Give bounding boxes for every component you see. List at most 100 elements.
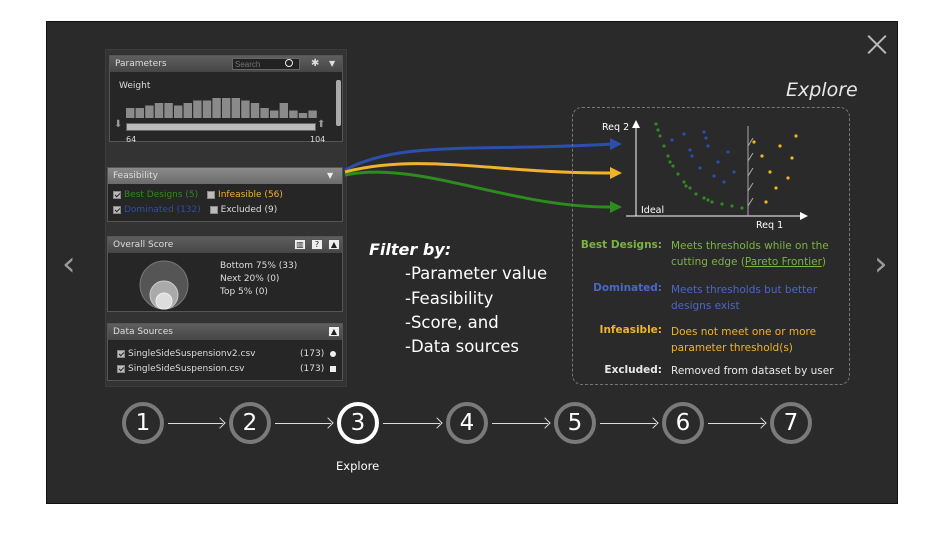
circle-marker-icon bbox=[330, 351, 336, 357]
best-design-point bbox=[688, 186, 692, 190]
excluded-legend-desc: Removed from dataset by user bbox=[671, 365, 834, 377]
data-sources-title: Data Sources bbox=[113, 327, 173, 337]
score-bottom: Bottom 75% (33) bbox=[220, 261, 298, 271]
excluded-region bbox=[747, 126, 754, 216]
chart-icon[interactable]: ▥ bbox=[294, 239, 306, 250]
blue-arrowhead bbox=[610, 138, 622, 150]
step-7-button[interactable]: 7 bbox=[770, 402, 812, 444]
yellow-arrow bbox=[344, 162, 613, 175]
filter-item: -Data sources bbox=[405, 337, 519, 356]
excluded-checkbox[interactable] bbox=[209, 205, 218, 214]
parameter-search-input[interactable] bbox=[232, 58, 300, 70]
dominated-point bbox=[722, 180, 726, 184]
gear-icon[interactable]: ✱ bbox=[311, 58, 320, 69]
best-design-point bbox=[666, 154, 670, 158]
step-3-button[interactable]: 3 bbox=[337, 402, 379, 444]
chevron-down-icon[interactable]: ▼ bbox=[327, 171, 334, 180]
overall-score-panel: Overall Score ▥ ? ▲ Bottom 75% (33) Next… bbox=[107, 236, 343, 312]
best-designs-legend-label: Best Designs: bbox=[580, 239, 662, 251]
arrow-up-icon[interactable]: ⬆ bbox=[317, 119, 326, 130]
square-marker-icon bbox=[330, 366, 336, 372]
previous-arrow-icon[interactable]: ‹ bbox=[62, 244, 76, 284]
step-connector-arrow bbox=[383, 423, 440, 424]
ideal-label: Ideal bbox=[641, 205, 665, 216]
step-1-button[interactable]: 1 bbox=[122, 402, 164, 444]
infeasible-point bbox=[752, 140, 756, 144]
dominated-point bbox=[704, 136, 708, 140]
best-design-point bbox=[671, 164, 675, 168]
histogram-bar bbox=[174, 105, 183, 118]
infeasible-legend-label: Infeasible: bbox=[599, 324, 662, 336]
best-design-point bbox=[710, 200, 714, 204]
infeasible-point bbox=[768, 170, 772, 174]
dominated-point bbox=[698, 166, 702, 170]
dominated-legend-desc: Meets thresholds but better designs exis… bbox=[671, 284, 818, 312]
step-5-button[interactable]: 5 bbox=[554, 402, 596, 444]
histogram-bar bbox=[212, 98, 221, 118]
search-icon[interactable] bbox=[285, 59, 293, 67]
best-design-point bbox=[702, 196, 706, 200]
data-source-checkbox[interactable] bbox=[117, 364, 125, 373]
next-arrow-icon[interactable]: › bbox=[874, 244, 888, 284]
best-designs-label: Best Designs (5) bbox=[124, 190, 199, 200]
parameters-title: Parameters bbox=[115, 59, 167, 69]
filter-item: -Parameter value bbox=[405, 264, 548, 283]
overall-score-header: Overall Score ▥ ? ▲ bbox=[108, 237, 342, 253]
best-design-point bbox=[658, 134, 662, 138]
best-design-point bbox=[682, 180, 686, 184]
histogram-bar bbox=[298, 113, 308, 118]
help-icon[interactable]: ? bbox=[311, 239, 323, 250]
infeasible-point bbox=[790, 156, 794, 160]
arrow-down-icon[interactable]: ⬇ bbox=[114, 119, 123, 130]
best-design-point bbox=[656, 128, 660, 132]
histogram-bar bbox=[145, 105, 154, 118]
data-source-row[interactable]: SingleSideSuspensionv2.csv (173) bbox=[117, 349, 339, 359]
green-arrowhead bbox=[610, 201, 622, 213]
explanation-box bbox=[572, 107, 850, 385]
pareto-frontier-link[interactable]: Pareto Frontier bbox=[744, 256, 822, 268]
weight-label: Weight bbox=[119, 81, 151, 91]
best-designs-desc-text: Meets thresholds while on the cutting ed… bbox=[671, 240, 829, 268]
blue-arrow bbox=[344, 142, 613, 172]
data-source-checkbox[interactable] bbox=[117, 349, 125, 358]
dominated-point bbox=[688, 148, 692, 152]
feasibility-title: Feasibility bbox=[113, 171, 158, 181]
green-arrow bbox=[344, 170, 613, 209]
range-slider[interactable] bbox=[126, 123, 316, 131]
data-sources-header: Data Sources ▲ bbox=[108, 324, 342, 340]
histogram-bar bbox=[270, 110, 279, 118]
excluded-legend-label: Excluded: bbox=[604, 364, 662, 376]
step-6-button[interactable]: 6 bbox=[662, 402, 704, 444]
chevron-down-icon[interactable]: ▼ bbox=[329, 59, 336, 68]
vertical-scrollbar[interactable] bbox=[336, 80, 341, 126]
chevron-up-icon[interactable]: ▲ bbox=[328, 239, 340, 250]
data-source-name: SingleSideSuspensionv2.csv bbox=[128, 349, 256, 359]
infeasible-checkbox[interactable] bbox=[207, 190, 216, 199]
feasibility-panel: Feasibility ▼ Best Designs (5) Infeasibl… bbox=[107, 167, 343, 222]
infeasible-point bbox=[774, 186, 778, 190]
best-designs-checkbox[interactable] bbox=[113, 190, 121, 199]
best-design-point bbox=[662, 144, 666, 148]
data-source-row[interactable]: SingleSideSuspension.csv (173) bbox=[117, 364, 339, 374]
step-4-button[interactable]: 4 bbox=[446, 402, 488, 444]
step-2-button[interactable]: 2 bbox=[229, 402, 271, 444]
best-design-point bbox=[740, 206, 744, 210]
histogram-bar bbox=[183, 103, 192, 118]
best-design-point bbox=[694, 192, 698, 196]
best-design-point bbox=[668, 160, 672, 164]
best-design-point bbox=[730, 204, 734, 208]
chevron-up-icon[interactable]: ▲ bbox=[328, 326, 340, 337]
close-icon[interactable] bbox=[866, 33, 888, 55]
histogram-bar bbox=[308, 110, 317, 118]
range-min: 64 bbox=[126, 135, 137, 144]
histogram-bar bbox=[231, 98, 240, 118]
histogram-bar bbox=[135, 108, 144, 118]
data-source-count: (173) bbox=[300, 364, 325, 374]
dominated-point bbox=[712, 174, 716, 178]
data-source-name: SingleSideSuspension.csv bbox=[128, 364, 245, 374]
filter-panel-screenshot: Parameters ✱ ▼ Weight ⬇ ⬆ 64 104 Feasibi… bbox=[105, 49, 347, 387]
histogram-bar bbox=[193, 100, 202, 118]
pareto-scatter bbox=[626, 120, 808, 220]
step-connector-arrow bbox=[168, 423, 223, 424]
dominated-checkbox[interactable] bbox=[113, 205, 121, 214]
